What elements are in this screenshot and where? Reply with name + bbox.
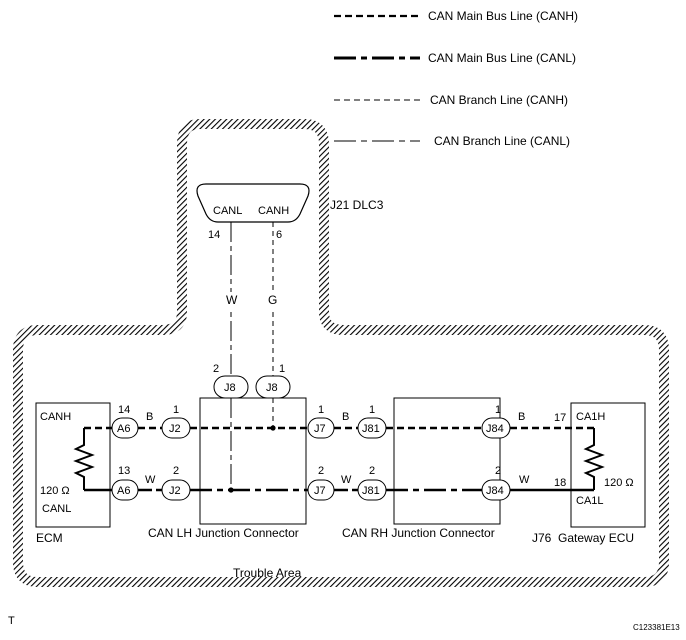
dlc3-connector: CANL CANH J21 DLC3 14 6 [196,183,384,241]
junction-dot-canl [228,487,234,493]
figure-id: C123381E13 [633,623,680,632]
ecm-box [35,402,111,528]
ecm-name: ECM [36,531,63,545]
connector-a6-canl: A6 [111,479,139,501]
connector-a6-canh: A6 [111,417,139,439]
ecm-resistor [73,428,95,490]
wire-color-rh-canl: W [341,474,352,486]
pin-j84-canl: 2 [495,465,501,477]
lh-junction-box [199,397,307,525]
connector-j81-canl-label: J81 [362,485,380,497]
connector-j7-canh-label: J7 [314,423,326,435]
ecm-canh-label: CANH [40,411,71,423]
pin-j2-canh: 1 [173,404,179,416]
pin-j2-canl: 2 [173,465,179,477]
wire-color-canh-dlc: G [268,293,277,307]
dlc3-pin-canh-no: 6 [276,229,282,241]
connector-j81-canh-label: J81 [362,423,380,435]
wire-color-gw-canh: B [518,411,525,423]
connector-j84-canh-label: J84 [486,423,504,435]
pin-j7-canh: 1 [318,404,324,416]
pin-j81-canl: 2 [369,465,375,477]
gateway-box [570,402,646,528]
connector-j84-canl: J84 [481,479,511,501]
connector-j8-canh: J8 [255,375,291,399]
connector-j84-canh: J84 [481,417,511,439]
pin-ecm-canl: 13 [118,465,130,477]
connector-a6-canl-label: A6 [117,485,130,497]
connector-j2-canh-label: J2 [169,423,181,435]
wire-color-ecm-canl: W [145,474,156,486]
legend-label-branch-canl: CAN Branch Line (CANL) [434,134,570,148]
pin-j7-canl: 2 [318,465,324,477]
footer-left-mark: T [8,615,15,627]
connector-j8-canl-label: J8 [224,382,236,394]
ecm-canl-label: CANL [42,503,71,515]
pin-gateway-canh: 17 [554,412,566,424]
gateway-ca1l-label: CA1L [576,495,604,507]
connector-a6-canh-label: A6 [117,423,130,435]
junction-dot-canh [270,425,276,431]
pin-j8-canl: 2 [213,363,219,375]
dlc3-outline [196,183,310,223]
connector-j8-canh-label: J8 [266,382,278,394]
rh-junction-name: CAN RH Junction Connector [342,526,495,540]
wire-color-canh-bg [264,292,282,308]
legend-label-branch-canh: CAN Branch Line (CANH) [430,93,568,107]
connector-j8-canl: J8 [213,375,249,399]
ecm-resistor-label: 120 Ω [40,485,70,497]
wire-color-ecm-canh: B [146,411,153,423]
gateway-ca1h-label: CA1H [576,411,605,423]
gateway-name: J76 Gateway ECU [532,531,634,545]
legend-label-main-canl: CAN Main Bus Line (CANL) [428,51,576,65]
gateway-resistor [583,428,605,490]
dlc3-name: J21 DLC3 [330,198,384,212]
trouble-area-border [13,119,669,587]
connector-j7-canl-label: J7 [314,485,326,497]
rh-junction-box [393,397,501,525]
connector-j7-canl: J7 [307,479,335,501]
connector-j2-canl: J2 [161,479,191,501]
pin-j81-canh: 1 [369,404,375,416]
gateway-resistor-label: 120 Ω [604,477,634,489]
pin-j84-canh: 1 [495,404,501,416]
connector-j7-canh: J7 [307,417,335,439]
legend: CAN Main Bus Line (CANH) CAN Main Bus Li… [334,9,578,148]
connector-j81-canh: J81 [357,417,387,439]
pin-ecm-canh: 14 [118,404,130,416]
pin-gateway-canl: 18 [554,477,566,489]
lh-junction-name: CAN LH Junction Connector [148,526,299,540]
dlc3-pin-canh-label: CANH [258,205,289,217]
connector-j2-canl-label: J2 [169,485,181,497]
dlc3-pin-canl-no: 14 [208,229,220,241]
wire-color-gw-canl: W [519,474,530,486]
dlc3-pin-canl-label: CANL [213,205,242,217]
wire-color-rh-canh: B [342,411,349,423]
pin-j8-canh: 1 [279,363,285,375]
connector-j2-canh: J2 [161,417,191,439]
trouble-area-label: Trouble Area [233,566,302,580]
legend-label-main-canh: CAN Main Bus Line (CANH) [428,9,578,23]
wire-color-canl-dlc: W [226,293,238,307]
connector-j84-canl-label: J84 [486,485,504,497]
wire-color-canl-bg [222,292,240,308]
connector-j81-canl: J81 [357,479,387,501]
